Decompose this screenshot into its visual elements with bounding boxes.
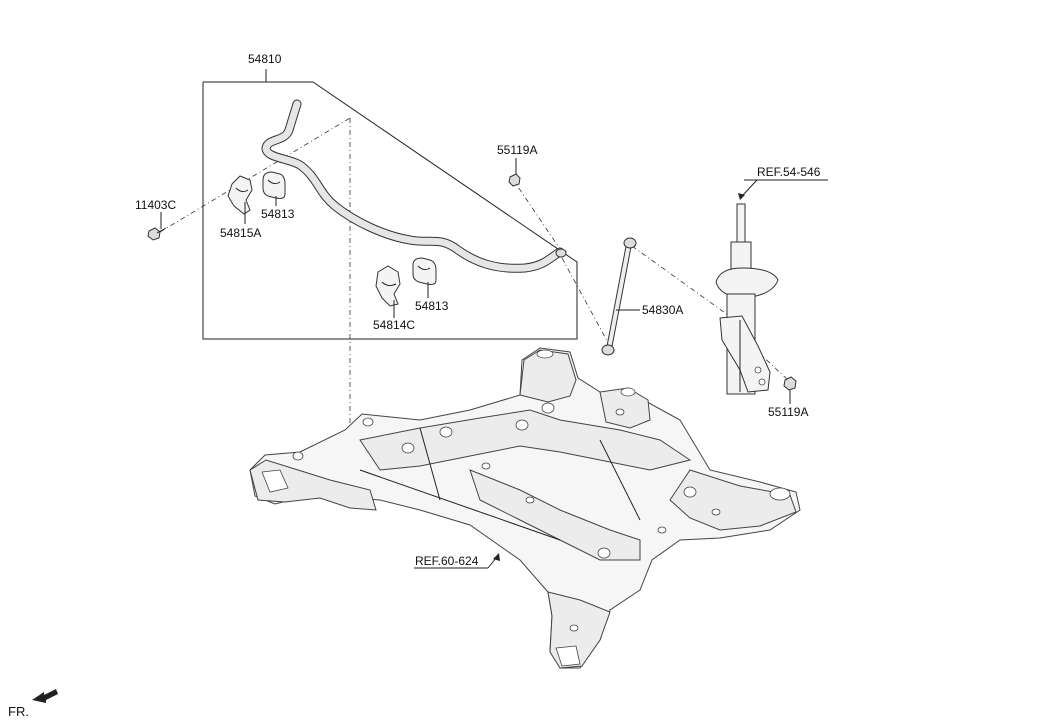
label-ref-strut: REF.54-546 [757, 165, 821, 179]
stabilizer-link [601, 237, 637, 356]
strut-assembly [715, 203, 779, 395]
stabilizer-bar [261, 99, 567, 273]
bolt-11403c [147, 227, 167, 241]
stabilizer-group-box [202, 69, 578, 340]
bushing-54813-bottom [412, 257, 437, 285]
front-direction-arrow-icon [32, 689, 58, 703]
nut-55119a-top [508, 173, 521, 187]
nut-55119a-bottom [783, 376, 797, 391]
part-labels: 54810 55119A 11403C 54813 54815A 54813 5… [135, 52, 821, 568]
label-ref-subframe: REF.60-624 [415, 554, 479, 568]
label-54814c: 54814C [373, 318, 415, 332]
bushing-54813-top [262, 171, 286, 199]
label-54815a: 54815A [220, 226, 261, 240]
label-55119a-top: 55119A [497, 143, 537, 157]
front-indicator: FR. [8, 689, 58, 719]
bracket-54815a [227, 175, 253, 215]
alignment-lines [159, 117, 791, 468]
label-54830a: 54830A [642, 303, 683, 317]
bracket-54814c [375, 265, 401, 307]
leader-lines [160, 158, 828, 569]
label-54813-bottom: 54813 [415, 299, 449, 313]
label-54810: 54810 [248, 52, 282, 66]
label-11403c: 11403C [135, 198, 176, 212]
label-front: FR. [8, 704, 29, 719]
label-55119a-bottom: 55119A [768, 405, 808, 419]
subframe [249, 347, 801, 669]
label-54813-top: 54813 [261, 207, 295, 221]
